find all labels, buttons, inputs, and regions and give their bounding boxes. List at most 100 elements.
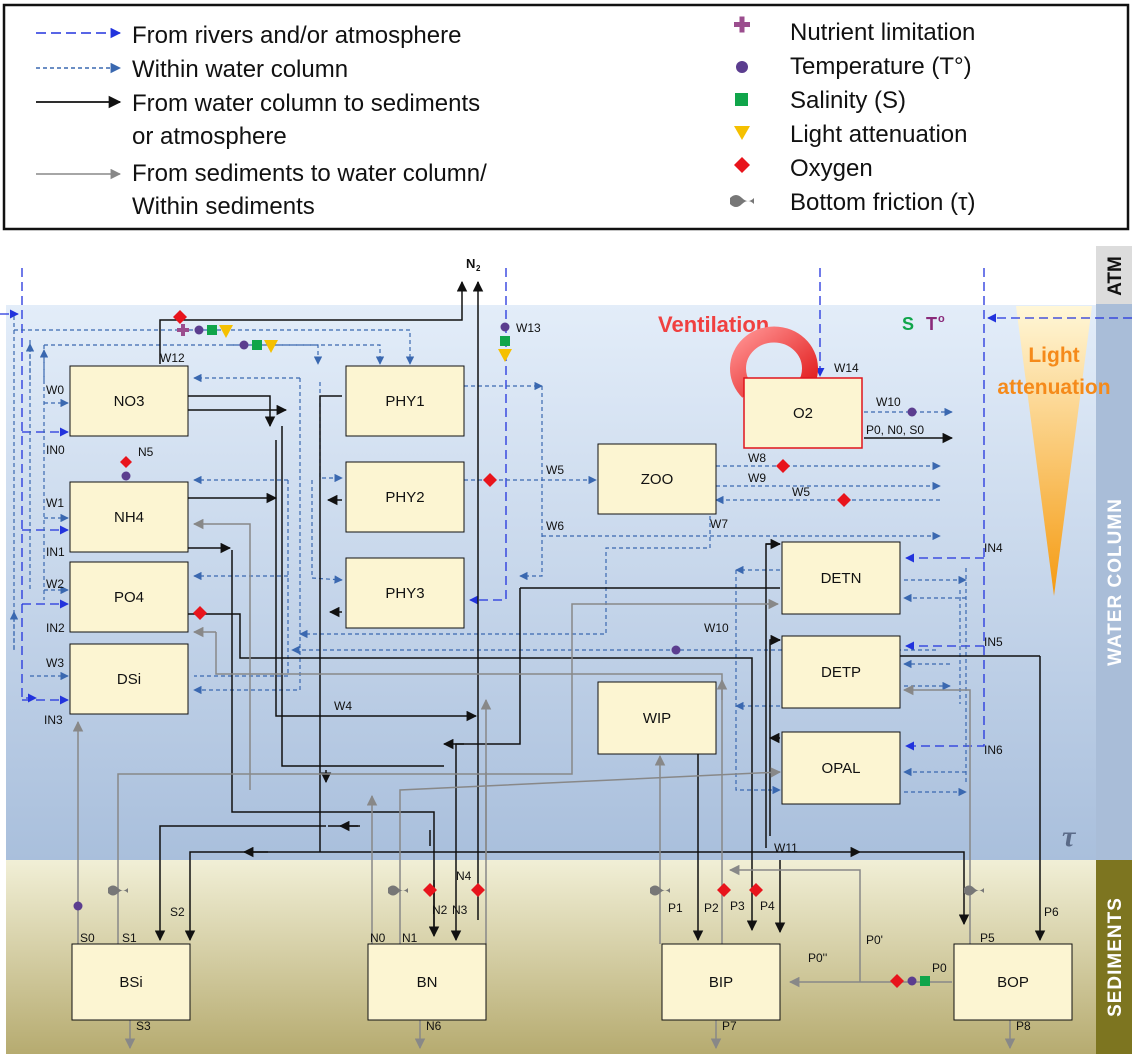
temperature-t-sup: o <box>938 313 945 325</box>
ventilation-arrow <box>730 326 818 398</box>
flux-label-s0: S0 <box>80 931 95 945</box>
flux-label-w7: W7 <box>710 517 728 531</box>
legend-rivers-label: From rivers and/or atmosphere <box>132 22 461 49</box>
wave-icon <box>964 885 984 896</box>
flux-label-in6: IN6 <box>984 743 1003 757</box>
box-detn: DETN <box>781 541 901 615</box>
box-bop: BOP <box>953 943 1073 1021</box>
box-opal: OPAL <box>781 731 901 805</box>
zone-sediments-label: SEDIMENTS <box>1105 897 1126 1017</box>
circle-icon <box>736 61 748 73</box>
flux-label-pns: P0, N0, S0 <box>866 423 924 437</box>
diamond-icon <box>890 974 904 988</box>
flux-label-n0: N0 <box>370 931 386 945</box>
flux-label-w5b: W5 <box>792 485 810 499</box>
box-no3: NO3 <box>69 365 189 437</box>
flux-labels: W12 W0 IN0 N5 W1 IN1 W2 IN2 W3 IN3 W4 W1… <box>44 321 1059 1033</box>
atm-band <box>1096 246 1132 304</box>
flux-label-w3: W3 <box>46 656 64 670</box>
legend-salinity-label: Salinity (S) <box>790 87 906 114</box>
flux-label-n3: N3 <box>452 903 468 917</box>
circle-icon <box>500 322 510 332</box>
flux-label-in2: IN2 <box>46 621 65 635</box>
svg-text:BN: BN <box>417 974 438 991</box>
flux-label-w0: W0 <box>46 383 64 397</box>
svg-text:BOP: BOP <box>997 974 1029 991</box>
flux-label-w9: W9 <box>748 471 766 485</box>
box-wip: WIP <box>597 681 717 755</box>
n2-label: N <box>466 256 475 271</box>
box-dsi: DSi <box>69 643 189 715</box>
wave-icon <box>388 885 408 896</box>
box-bip: BIP <box>661 943 781 1021</box>
circle-icon <box>73 901 83 911</box>
square-icon <box>252 340 262 350</box>
flux-label-in3: IN3 <box>44 713 63 727</box>
diamond-icon <box>423 883 437 897</box>
svg-text:O2: O2 <box>793 405 813 422</box>
box-bn: BN <box>367 943 487 1021</box>
circle-icon <box>194 325 204 335</box>
flux-label-p7: P7 <box>722 1019 737 1033</box>
triangle-icon <box>264 340 278 353</box>
diamond-icon <box>483 473 497 487</box>
flux-label-p0: P0 <box>932 961 947 975</box>
flux-label-w11: W11 <box>774 841 798 855</box>
svg-text:DSi: DSi <box>117 671 141 688</box>
triangle-icon <box>498 349 512 362</box>
factor-markers <box>73 310 984 988</box>
n2-sub: 2 <box>476 264 481 273</box>
flux-label-in5: IN5 <box>984 635 1003 649</box>
box-po4: PO4 <box>69 561 189 633</box>
svg-text:PHY1: PHY1 <box>385 393 424 410</box>
flux-label-w1: W1 <box>46 496 64 510</box>
flux-label-w2: W2 <box>46 577 64 591</box>
diamond-icon <box>717 883 731 897</box>
circle-icon <box>907 976 917 986</box>
flux-label-p0p: P0' <box>866 933 883 947</box>
flux-label-n1: N1 <box>402 931 418 945</box>
svg-text:WIP: WIP <box>643 710 671 727</box>
light-attenuation-text-1: Light <box>1028 344 1079 367</box>
sediments-band <box>1096 860 1132 1054</box>
flux-label-s3: S3 <box>136 1019 151 1033</box>
legend-from-sed-label2: Within sediments <box>132 193 315 220</box>
flux-label-in4: IN4 <box>984 541 1003 555</box>
flux-label-n2: N2 <box>432 903 448 917</box>
diamond-icon <box>837 493 851 507</box>
zone-water-label: WATER COLUMN <box>1105 498 1126 666</box>
diamond-icon <box>193 606 207 620</box>
square-icon <box>500 336 510 346</box>
box-zoo: ZOO <box>597 443 717 515</box>
flux-label-w8: W8 <box>748 451 766 465</box>
legend-light-label: Light attenuation <box>790 121 967 148</box>
legend-frame <box>2 3 1130 231</box>
svg-text:DETN: DETN <box>821 570 862 587</box>
flux-label-p2: P2 <box>704 901 719 915</box>
plus-icon <box>734 16 750 33</box>
legend-to-sed-label2: or atmosphere <box>132 123 287 150</box>
legend-nutrient-label: Nutrient limitation <box>790 19 975 46</box>
flux-label-w5a: W5 <box>546 463 564 477</box>
box-phy3: PHY3 <box>345 557 465 629</box>
svg-text:PO4: PO4 <box>114 589 144 606</box>
state-variable-boxes: NO3 NH4 PO4 DSi PHY1 PHY2 PHY3 ZOO O2 DE… <box>69 365 1073 1021</box>
box-bsi: BSi <box>71 943 191 1021</box>
svg-text:NH4: NH4 <box>114 509 144 526</box>
flux-label-p6: P6 <box>1044 905 1059 919</box>
svg-text:OPAL: OPAL <box>822 760 861 777</box>
legend-from-sed-label: From sediments to water column/ <box>132 160 487 187</box>
flux-label-w6: W6 <box>546 519 564 533</box>
water-band <box>1096 304 1132 860</box>
diamond-icon <box>776 459 790 473</box>
circle-icon <box>671 645 681 655</box>
flux-label-p0pp: P0'' <box>808 951 827 965</box>
box-detp: DETP <box>781 635 901 709</box>
box-phy2: PHY2 <box>345 461 465 533</box>
flux-label-p5: P5 <box>980 931 995 945</box>
legend-friction-label: Bottom friction (τ) <box>790 189 976 216</box>
square-icon <box>920 976 930 986</box>
zone-atm-label: ATM <box>1105 256 1126 296</box>
flux-label-s2: S2 <box>170 905 185 919</box>
